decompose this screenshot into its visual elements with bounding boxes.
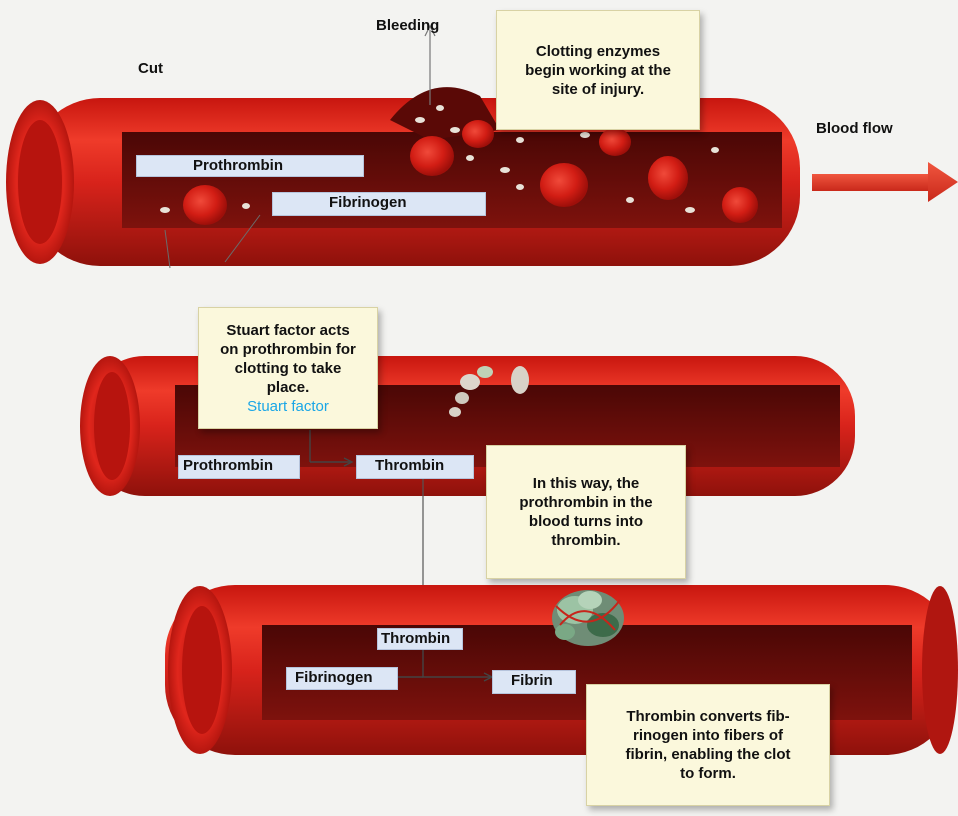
prothrombin-tag-2: Prothrombin [178, 455, 300, 479]
note-line: thrombin. [551, 531, 620, 550]
fibrin-tag-3: Fibrin [492, 670, 576, 694]
note-line: blood turns into [529, 512, 643, 531]
blood-flow-label: Blood flow [816, 120, 893, 137]
note-line: In this way, the [533, 474, 639, 493]
note-line: place. [267, 378, 310, 397]
stuart-factor-label: Stuart factor [247, 397, 329, 416]
prothrombin-tag-1: Prothrombin [136, 155, 364, 177]
note-line: rinogen into fibers of [633, 726, 783, 745]
note-line: to form. [680, 764, 736, 783]
thrombin-tag-3: Thrombin [377, 628, 463, 650]
clot-3 [552, 590, 624, 646]
note-line: Thrombin converts fib- [626, 707, 789, 726]
thrombin-tag-2: Thrombin [356, 455, 474, 479]
note-line: prothrombin in the [519, 493, 652, 512]
cut-label: Cut [138, 60, 163, 77]
note-prothrombin-to-thrombin: In this way, the prothrombin in the bloo… [486, 445, 686, 579]
fibrinogen-tag-1: Fibrinogen [272, 192, 486, 216]
note-stuart-factor: Stuart factor acts on prothrombin for cl… [198, 307, 378, 429]
note-line: clotting to take [235, 359, 342, 378]
blood-flow-arrow [812, 162, 958, 202]
note-thrombin-converts: Thrombin converts fib- rinogen into fibe… [586, 684, 830, 806]
note-line: Stuart factor acts [226, 321, 349, 340]
fibrinogen-tag-3: Fibrinogen [286, 667, 398, 690]
note-line: on prothrombin for [220, 340, 356, 359]
note-line: begin working at the [525, 61, 671, 80]
note-line: Clotting enzymes [536, 42, 660, 61]
note-line: site of injury. [552, 80, 644, 99]
note-line: fibrin, enabling the clot [626, 745, 791, 764]
note-clotting-enzymes: Clotting enzymes begin working at the si… [496, 10, 700, 130]
bleeding-label: Bleeding [376, 17, 439, 34]
